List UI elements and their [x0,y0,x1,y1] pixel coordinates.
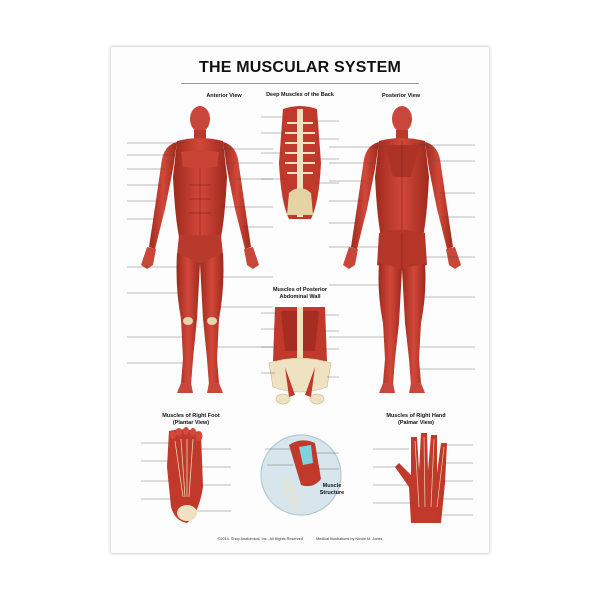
poster-title: THE MUSCULAR SYSTEM [198,59,402,76]
anterior-view-label: Anterior View [206,93,242,99]
posterior-abdominal-label: Muscles of Posterior Abdominal Wall [272,287,328,300]
anatomy-poster: THE MUSCULAR SYSTEM Anterior View Deep M… [111,47,489,553]
right-foot-label: Muscles of Right Foot (Plantar View) [162,413,220,426]
deep-back-label: Deep Muscles of the Back [266,92,334,98]
anterior-body-illustration [127,106,273,393]
right-foot-illustration [141,427,231,523]
posterior-view-label: Posterior View [381,93,421,99]
poster-footer: ©2014. Shop Anatomical, Inc., All Rights… [111,537,489,541]
muscle-structure-illustration [260,434,342,516]
copyright-text: ©2014. Shop Anatomical, Inc., All Rights… [217,537,303,541]
deep-back-illustration [261,106,339,219]
illustrator-credit: Medical Illustrations by Nicole M. Jones [315,537,383,541]
muscle-structure-label: Muscle Structure [319,483,345,496]
right-hand-label: Muscles of Right Hand (Palmar View) [386,413,446,426]
posterior-body-illustration [329,106,475,393]
title-divider [181,83,419,84]
right-hand-illustration [373,433,473,523]
posterior-abdominal-wall-illustration [261,307,339,405]
